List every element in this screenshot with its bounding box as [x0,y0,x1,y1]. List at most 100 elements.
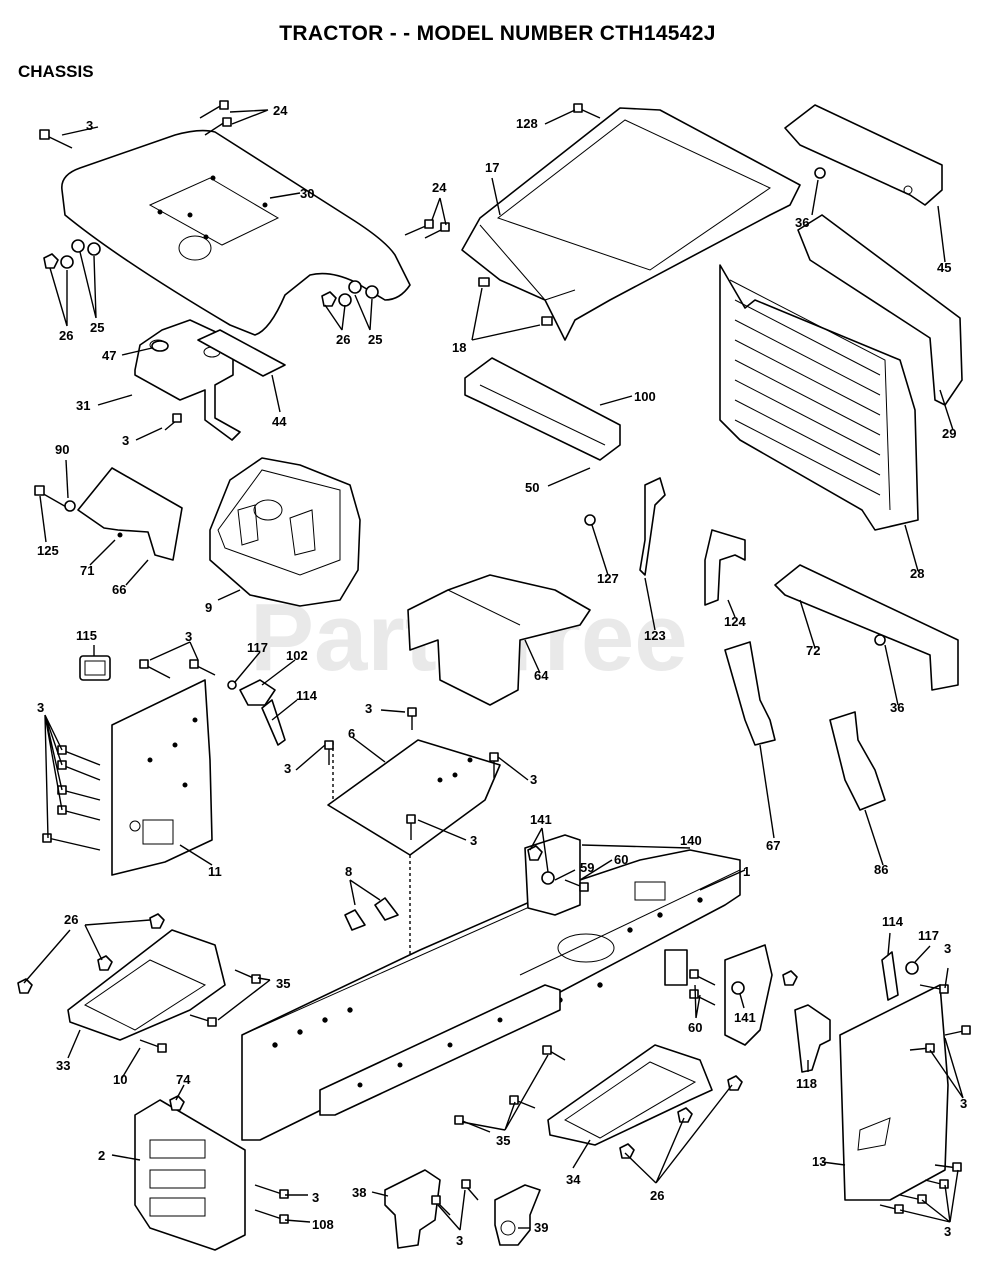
front-bracket-2 [134,1099,246,1251]
callout: 64 [534,668,549,683]
side-panel-11 [111,679,213,876]
plug-115 [79,655,111,681]
callout: 10 [113,1072,127,1087]
callout: 28 [910,566,924,581]
bracket-114 [261,699,286,746]
callout: 3 [37,700,44,715]
callout: 36 [795,215,809,230]
dash-panel-part [209,457,361,607]
footrest-left-part [67,929,226,1041]
callout: 60 [614,852,628,867]
callout: 124 [724,614,746,629]
callout: 3 [365,701,372,716]
callout: 102 [286,648,308,663]
callout: 123 [644,628,666,643]
callout: 47 [102,348,116,363]
callout: 24 [432,180,447,195]
callout: 72 [806,643,820,658]
callout: 3 [456,1233,463,1248]
callout: 30 [300,186,314,201]
callout: 18 [452,340,466,355]
callout: 3 [944,941,951,956]
callout: 140 [680,833,702,848]
grommet-part [151,340,169,352]
callout: 128 [516,116,538,131]
callout: 35 [276,976,290,991]
callout-labels: 3 24 30 24 26 25 26 25 47 31 44 3 90 125… [37,103,967,1248]
callout: 9 [205,600,212,615]
callout: 3 [960,1096,967,1111]
callout: 86 [874,862,888,877]
callout: 44 [272,414,287,429]
callout: 3 [312,1190,319,1205]
callout: 24 [273,103,288,118]
callout: 114 [296,688,318,703]
callout: 29 [942,426,956,441]
callout: 26 [650,1188,664,1203]
side-panel-13 [839,984,949,1201]
callout: 59 [580,860,594,875]
bracket-38 [384,1169,441,1249]
hardware-group-left [43,239,379,307]
callout: 74 [176,1072,191,1087]
frame-end-plate [724,944,773,1046]
frame-rail-part [319,984,561,1116]
spacer-60 [664,949,688,986]
callout: 8 [345,864,352,879]
callout: 3 [122,433,129,448]
callout: 3 [86,118,93,133]
callout: 25 [90,320,104,335]
callout: 60 [688,1020,702,1035]
bolts-plate-6 [324,707,499,840]
callout: 11 [208,864,222,879]
callout: 3 [284,761,291,776]
callout: 141 [734,1010,756,1025]
callout: 108 [312,1217,334,1232]
bracket-86-part [829,711,886,811]
dash-cover-plate-part [77,467,183,561]
section-heading: CHASSIS [18,62,94,81]
callout: 2 [98,1148,105,1163]
bracket-102 [239,679,276,706]
callout: 114 [882,914,904,929]
callout: 26 [59,328,73,343]
callout: 127 [597,571,619,586]
center-frame-part [407,574,591,706]
callout: 115 [76,628,97,643]
callout: 50 [525,480,539,495]
footrest-right-part [547,1044,713,1146]
callout: 35 [496,1133,510,1148]
callout: 38 [352,1185,366,1200]
callout: 26 [64,912,78,927]
callout: 17 [485,160,499,175]
hood-part [61,129,411,336]
bracket-39 [494,1184,541,1246]
cover-plate-6 [327,739,501,1040]
page-title: TRACTOR - - MODEL NUMBER CTH14542J [279,22,716,45]
callout: 3 [530,772,537,787]
callout: 45 [937,260,951,275]
bracket-118 [794,1004,831,1073]
callout: 3 [185,629,192,644]
callout: 13 [812,1154,826,1169]
callout: 6 [348,726,355,741]
callout: 39 [534,1220,548,1235]
fender-bracket-part [784,104,943,206]
fender-top-part [461,107,801,341]
callout: 71 [80,563,94,578]
callout: 118 [796,1076,817,1091]
callout: 67 [766,838,780,853]
bolts-top-left [39,100,450,431]
rear-grille-part [719,264,919,531]
callout: 31 [76,398,90,413]
callout: 3 [470,833,477,848]
callout: 25 [368,332,382,347]
seat-bracket-part [464,357,621,461]
hood-plate-part [197,329,286,377]
clips-8 [344,897,399,931]
callout: 66 [112,582,126,597]
callout: 34 [566,1172,581,1187]
leader-lines [23,109,964,1231]
callout: 1 [743,864,750,879]
